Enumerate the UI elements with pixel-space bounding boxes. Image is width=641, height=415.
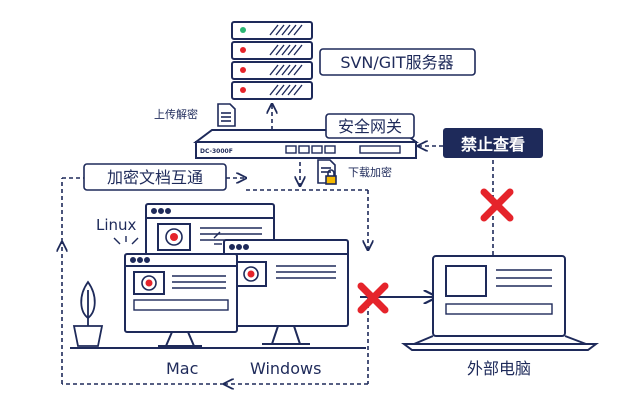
external-link-line: [418, 146, 494, 255]
server-label-text: SVN/GIT服务器: [340, 53, 453, 72]
sparkle-marks: [113, 231, 222, 245]
laptop-icon: [401, 255, 599, 351]
upload-decrypt-label: 上传解密: [154, 107, 198, 121]
windows-monitor: [223, 239, 349, 345]
mac-app-icon: [141, 275, 157, 291]
server-rack-icon: [231, 21, 313, 100]
plant-icon: [72, 280, 104, 347]
red-x-icon-2: [357, 282, 389, 314]
gateway-label-text: 安全网关: [338, 117, 402, 136]
mac-label: Mac: [166, 359, 198, 378]
linux-label: Linux: [96, 216, 137, 234]
windows-app-icon: [243, 266, 259, 282]
server-label: SVN/GIT服务器: [319, 48, 476, 76]
locked-document-icon: [317, 159, 337, 185]
download-encrypt-label: 下载加密: [348, 165, 392, 179]
block-label-text: 禁止查看: [461, 135, 525, 154]
red-x-icon: [480, 188, 514, 222]
external-label: 外部电脑: [467, 359, 531, 378]
mac-monitor: [124, 253, 238, 347]
linux-app-icon: [165, 228, 183, 246]
encrypted-exchange-label: 加密文档互通: [83, 163, 227, 191]
windows-label: Windows: [250, 359, 321, 378]
gateway-model-text: DC-3000F: [200, 148, 233, 155]
gateway-label: 安全网关: [325, 113, 415, 139]
block-label: 禁止查看: [443, 128, 543, 158]
document-icon: [217, 103, 236, 127]
encrypted-exchange-text: 加密文档互通: [107, 168, 203, 187]
